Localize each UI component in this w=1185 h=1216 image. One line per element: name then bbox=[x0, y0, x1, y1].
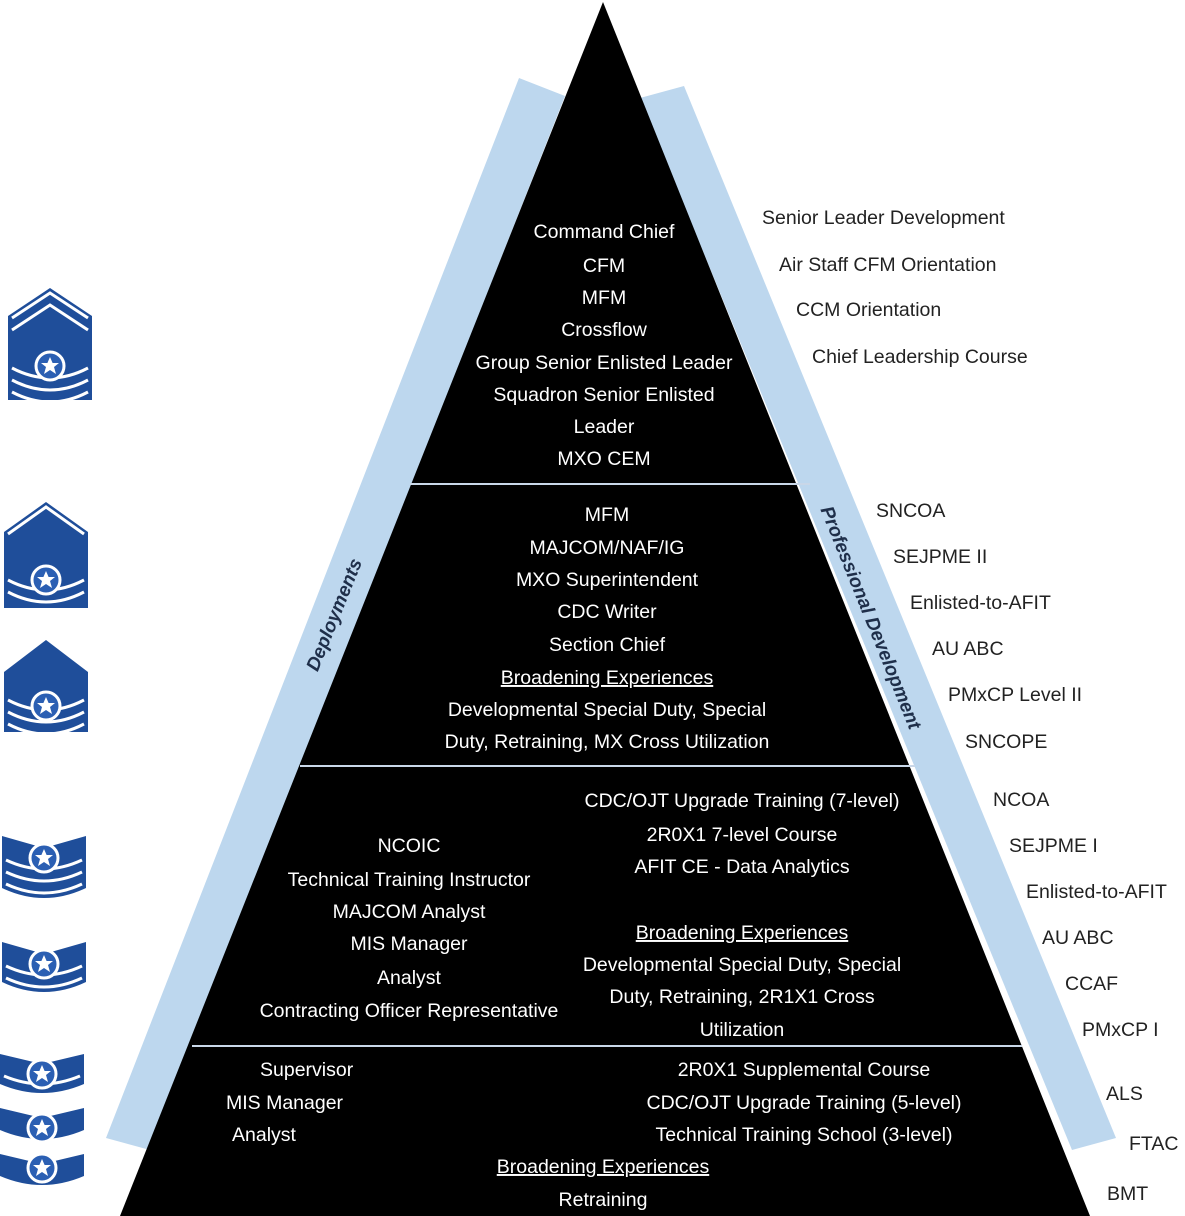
role-line: Developmental Special Duty, Special bbox=[583, 954, 901, 976]
senior-airman-insignia bbox=[0, 1054, 84, 1093]
role-line: Developmental Special Duty, Special bbox=[448, 699, 766, 721]
role-line: Squadron Senior Enlisted bbox=[493, 384, 714, 406]
role-line: Analyst bbox=[232, 1124, 297, 1146]
role-line: MXO Superintendent bbox=[516, 569, 699, 591]
role-line: 2R0X1 Supplemental Course bbox=[678, 1059, 931, 1081]
course-item: Enlisted-to-AFIT bbox=[1026, 881, 1167, 903]
role-line: Analyst bbox=[377, 967, 442, 989]
deployments-band bbox=[106, 78, 565, 1150]
role-line: Section Chief bbox=[549, 634, 666, 656]
role-line: NCOIC bbox=[378, 835, 441, 857]
role-line: Supervisor bbox=[260, 1059, 354, 1081]
course-item: BMT bbox=[1107, 1183, 1148, 1205]
airman-first-class-insignia bbox=[0, 1108, 84, 1144]
tier-upper-courses: SNCOA SEJPME II Enlisted-to-AFIT AU ABC … bbox=[876, 500, 1082, 753]
role-line: 2R0X1 7-level Course bbox=[647, 824, 838, 846]
role-line: Duty, Retraining, 2R1X1 Cross bbox=[609, 986, 874, 1008]
role-line: Technical Training Instructor bbox=[288, 869, 531, 891]
tier-middle-courses: NCOA SEJPME I Enlisted-to-AFIT AU ABC CC… bbox=[993, 789, 1167, 1041]
broadening-experiences-heading: Broadening Experiences bbox=[501, 667, 714, 689]
broadening-experiences-heading: Broadening Experiences bbox=[497, 1156, 710, 1178]
role-line: MFM bbox=[582, 287, 626, 309]
pyramid bbox=[120, 2, 1090, 1216]
role-line: MFM bbox=[585, 504, 629, 526]
course-item: CCAF bbox=[1065, 973, 1118, 995]
tier-bottom-courses: ALS FTAC BMT bbox=[1106, 1083, 1178, 1205]
technical-sergeant-insignia bbox=[2, 836, 86, 898]
course-item: PMxCP Level II bbox=[948, 684, 1082, 706]
tier-bottom-roles-right: 2R0X1 Supplemental Course CDC/OJT Upgrad… bbox=[647, 1059, 962, 1146]
role-line: MXO CEM bbox=[557, 448, 650, 470]
course-item: Air Staff CFM Orientation bbox=[779, 254, 996, 276]
course-item: FTAC bbox=[1129, 1133, 1178, 1155]
staff-sergeant-insignia bbox=[2, 942, 86, 992]
tier-top-courses: Senior Leader Development Air Staff CFM … bbox=[762, 207, 1028, 368]
role-line: MIS Manager bbox=[350, 933, 468, 955]
course-item: SNCOPE bbox=[965, 731, 1047, 753]
role-line: Retraining bbox=[559, 1189, 648, 1211]
course-item: SNCOA bbox=[876, 500, 945, 522]
role-line: Leader bbox=[574, 416, 635, 438]
course-item: AU ABC bbox=[1042, 927, 1114, 949]
master-sergeant-insignia bbox=[4, 640, 88, 736]
role-line: Group Senior Enlisted Leader bbox=[476, 352, 733, 374]
course-item: CCM Orientation bbox=[796, 299, 941, 321]
role-line: CDC/OJT Upgrade Training (7-level) bbox=[585, 790, 900, 812]
role-line: MAJCOM Analyst bbox=[333, 901, 486, 923]
role-line: CFM bbox=[583, 255, 625, 277]
course-item: Senior Leader Development bbox=[762, 207, 1005, 229]
role-line: Technical Training School (3-level) bbox=[656, 1124, 953, 1146]
role-line: CDC Writer bbox=[557, 601, 657, 623]
tier-middle-roles-right: CDC/OJT Upgrade Training (7-level) 2R0X1… bbox=[583, 790, 901, 1041]
chief-master-sergeant-insignia bbox=[8, 288, 92, 404]
role-line: Contracting Officer Representative bbox=[260, 1000, 559, 1022]
tier-upper-roles: MFM MAJCOM/NAF/IG MXO Superintendent CDC… bbox=[445, 504, 770, 753]
course-item: NCOA bbox=[993, 789, 1049, 811]
course-item: SEJPME I bbox=[1009, 835, 1098, 857]
role-line: Command Chief bbox=[534, 221, 675, 243]
role-line: Utilization bbox=[700, 1019, 785, 1041]
role-line: Crossflow bbox=[561, 319, 648, 341]
senior-master-sergeant-insignia bbox=[4, 502, 88, 608]
course-item: SEJPME II bbox=[893, 546, 987, 568]
course-item: ALS bbox=[1106, 1083, 1143, 1105]
professional-development-band bbox=[640, 86, 1116, 1150]
role-line: AFIT CE - Data Analytics bbox=[634, 856, 850, 878]
tier-top-roles: Command Chief CFM MFM Crossflow Group Se… bbox=[476, 221, 733, 470]
role-line: Duty, Retraining, MX Cross Utilization bbox=[445, 731, 770, 753]
broadening-experiences-heading: Broadening Experiences bbox=[636, 922, 849, 944]
role-line: MIS Manager bbox=[226, 1092, 344, 1114]
role-line: MAJCOM/NAF/IG bbox=[530, 537, 685, 559]
course-item: Chief Leadership Course bbox=[812, 346, 1028, 368]
course-item: PMxCP I bbox=[1082, 1019, 1159, 1041]
tier-bottom-roles-left: Supervisor MIS Manager Analyst bbox=[226, 1059, 354, 1146]
role-line: CDC/OJT Upgrade Training (5-level) bbox=[647, 1092, 962, 1114]
course-item: Enlisted-to-AFIT bbox=[910, 592, 1051, 614]
tier-bottom-roles-center: Broadening Experiences Retraining bbox=[497, 1156, 710, 1211]
course-item: AU ABC bbox=[932, 638, 1004, 660]
airman-insignia bbox=[0, 1152, 84, 1185]
tier-middle-roles-left: NCOIC Technical Training Instructor MAJC… bbox=[260, 835, 559, 1022]
